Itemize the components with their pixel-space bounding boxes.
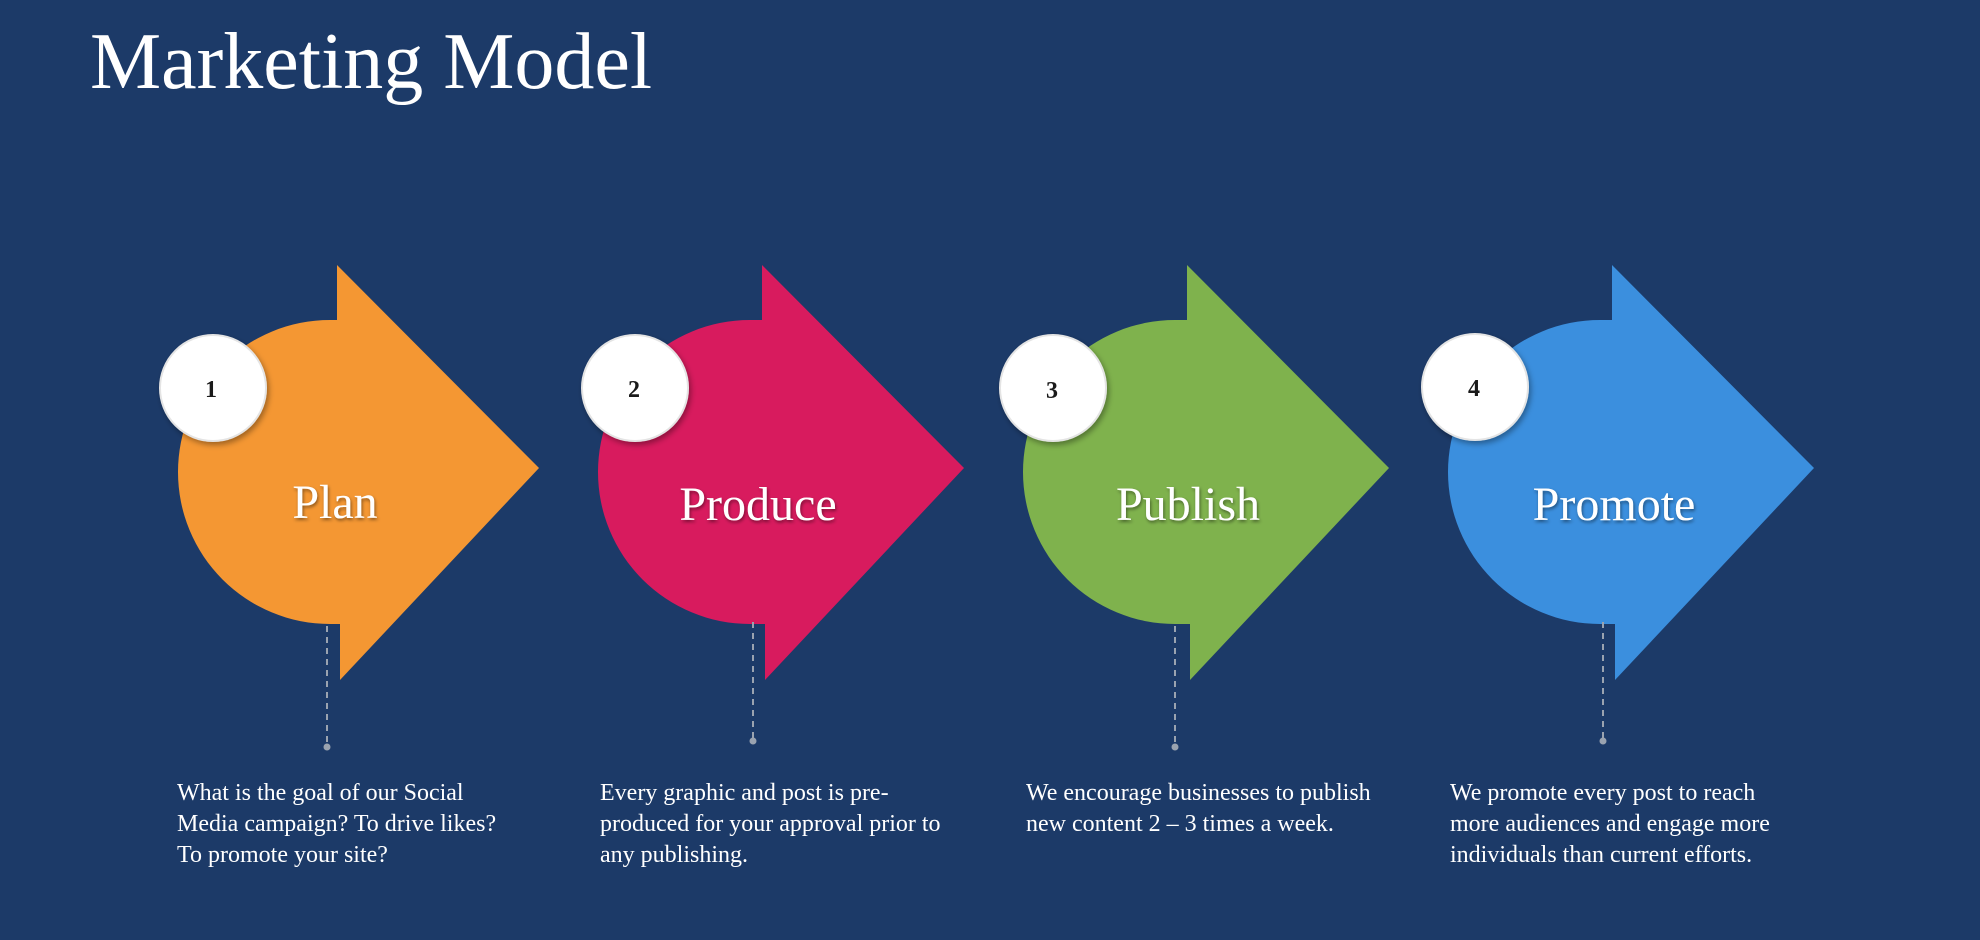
publish-arrow-shape — [1023, 265, 1389, 680]
plan-connector-dot — [323, 743, 331, 751]
produce-number: 2 — [628, 377, 640, 403]
publish-connector-dot — [1171, 743, 1179, 751]
publish-label: Publish — [1116, 478, 1260, 531]
promote-arrow-shape — [1448, 265, 1814, 680]
produce-number-circle — [581, 334, 689, 442]
promote-number: 4 — [1468, 376, 1480, 402]
produce-label: Produce — [679, 478, 836, 531]
promote-connector-dot — [1599, 737, 1607, 745]
publish-number-circle — [999, 334, 1107, 442]
plan-description: What is the goal of our Social Media cam… — [177, 780, 497, 868]
promote-label: Promote — [1533, 478, 1696, 531]
plan-arrow-shape — [178, 265, 539, 680]
promote-description: We promote every post to reach more audi… — [1450, 780, 1770, 868]
publish-description: We encourage businesses to publish new c… — [1026, 780, 1371, 837]
step-plan: 1 Plan — [159, 265, 539, 751]
step-promote: 4 Promote — [1421, 265, 1814, 745]
step-publish: 3 Publish — [999, 265, 1389, 751]
produce-arrow-shape — [598, 265, 964, 680]
plan-number: 1 — [205, 377, 217, 403]
page-title: Marketing Model — [90, 18, 653, 106]
plan-number-circle — [159, 334, 267, 442]
step-produce: 2 Produce — [581, 265, 964, 745]
publish-number: 3 — [1046, 378, 1058, 404]
produce-description: Every graphic and post is pre-produced f… — [600, 780, 941, 868]
promote-number-circle — [1421, 333, 1529, 441]
plan-label: Plan — [292, 476, 377, 529]
produce-connector-dot — [749, 737, 757, 745]
